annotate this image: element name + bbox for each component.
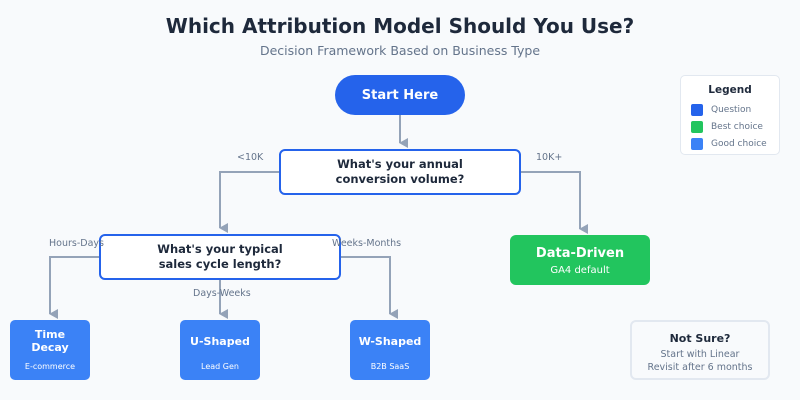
legend-item-good-choice: Good choice	[691, 138, 767, 150]
model-node-time-decay: Time Decay E-commerce	[10, 320, 90, 380]
edge-label-weeks-months: Weeks-Months	[332, 238, 402, 249]
model-node-w-shaped: W-Shaped B2B SaaS	[350, 320, 430, 380]
edge-label-high-volume: 10K+	[536, 152, 563, 163]
edge-label-low-volume: <10K	[237, 152, 264, 163]
question-conversion-volume: What's your annual conversion volume?	[279, 149, 521, 195]
connector-low-volume	[219, 171, 279, 233]
connector-weeks-months	[341, 256, 398, 319]
question-sales-cycle: What's your typical sales cycle length?	[99, 234, 341, 280]
legend-label: Question	[711, 105, 752, 115]
connector-hours-days	[49, 256, 99, 319]
not-sure-text: Start with Linear Revisit after 6 months	[647, 349, 753, 373]
diagram-title: Which Attribution Model Should You Use?	[165, 14, 635, 38]
legend-label: Good choice	[711, 139, 767, 149]
not-sure-node: Not Sure? Start with Linear Revisit afte…	[630, 320, 770, 380]
data-driven-subtitle: GA4 default	[550, 265, 610, 276]
model-node-u-shaped: U-Shaped Lead Gen	[180, 320, 260, 380]
data-driven-title: Data-Driven	[535, 246, 625, 261]
edge-label-days-weeks: Days-Weeks	[193, 288, 251, 299]
legend: Legend Question Best choice Good choice	[680, 75, 780, 155]
edge-label-hours-days: Hours-Days	[49, 238, 104, 249]
model-subtitle: Lead Gen	[201, 362, 239, 371]
legend-item-best-choice: Best choice	[691, 121, 763, 133]
legend-swatch	[691, 138, 703, 150]
model-subtitle: B2B SaaS	[370, 362, 410, 371]
data-driven-node: Data-Driven GA4 default	[510, 235, 650, 285]
start-node: Start Here	[335, 75, 465, 115]
legend-swatch	[691, 121, 703, 133]
legend-swatch	[691, 104, 703, 116]
legend-title: Legend	[708, 84, 752, 96]
legend-label: Best choice	[711, 122, 763, 132]
model-title: Time Decay	[31, 328, 69, 354]
model-subtitle: E-commerce	[24, 362, 76, 371]
model-title: U-Shaped	[190, 334, 250, 348]
legend-item-question: Question	[691, 104, 751, 116]
not-sure-title: Not Sure?	[669, 332, 731, 345]
model-title: W-Shaped	[358, 334, 422, 348]
diagram-subtitle: Decision Framework Based on Business Typ…	[259, 43, 541, 58]
connector-high-volume	[521, 171, 588, 234]
